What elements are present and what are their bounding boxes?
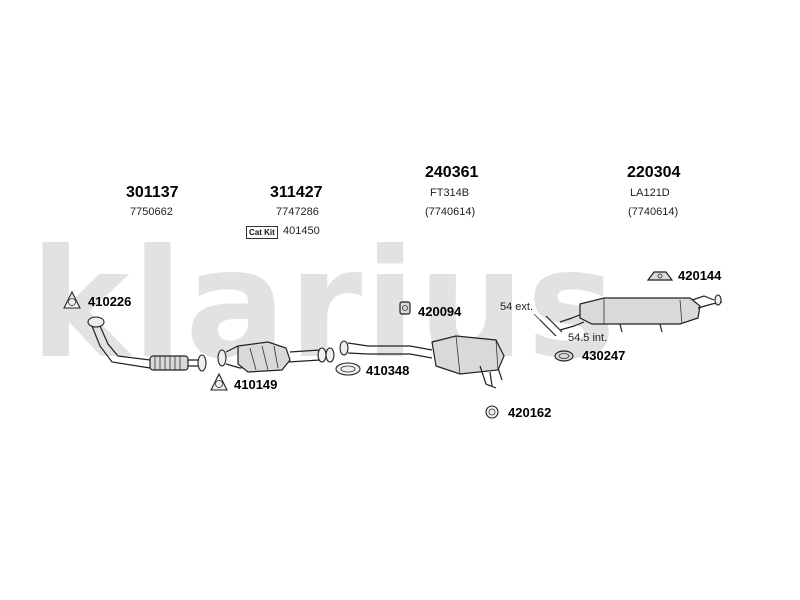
ring-410348-icon[interactable] [335,362,361,376]
part-number-301137[interactable]: 301137 [126,184,179,201]
ref-ft314b: FT314B [430,187,470,199]
note-int-diameter: 54.5 int. [568,332,608,344]
part-number-240361[interactable]: 240361 [425,164,479,181]
fitting-410348[interactable]: 410348 [366,363,410,378]
front-pipe-301137[interactable] [87,316,207,372]
rear-silencer-220304[interactable] [559,294,723,333]
fitting-420162[interactable]: 420162 [508,405,552,420]
cat-kit-number[interactable]: 401450 [283,225,320,237]
ref-7747286: 7747286 [276,206,319,218]
part-number-311427[interactable]: 311427 [270,184,323,201]
catalytic-converter-311427[interactable] [217,341,335,373]
centre-silencer-240361[interactable] [339,335,505,389]
fitting-420094[interactable]: 420094 [418,304,462,319]
hanger-420094-icon[interactable] [399,301,411,315]
gasket-410149-icon[interactable] [210,372,228,391]
fitting-420144[interactable]: 420144 [678,268,722,283]
gasket-410226-icon[interactable] [63,290,81,309]
ring-420162-icon[interactable] [485,405,499,419]
cat-kit-badge: Cat Kit [246,226,278,239]
hanger-420144-icon[interactable] [646,271,674,281]
fitting-410149[interactable]: 410149 [234,377,278,392]
fitting-410226[interactable]: 410226 [88,294,132,309]
ref-7740614-a: (7740614) [425,206,476,218]
ref-la121d: LA121D [630,187,670,199]
pipe-joint-marker [533,313,563,337]
clamp-430247-icon[interactable] [554,350,574,362]
ref-7750662: 7750662 [130,206,173,218]
fitting-430247[interactable]: 430247 [582,348,626,363]
part-number-220304[interactable]: 220304 [627,164,681,181]
ref-7740614-b: (7740614) [628,206,679,218]
note-ext-diameter: 54 ext. [500,301,534,313]
